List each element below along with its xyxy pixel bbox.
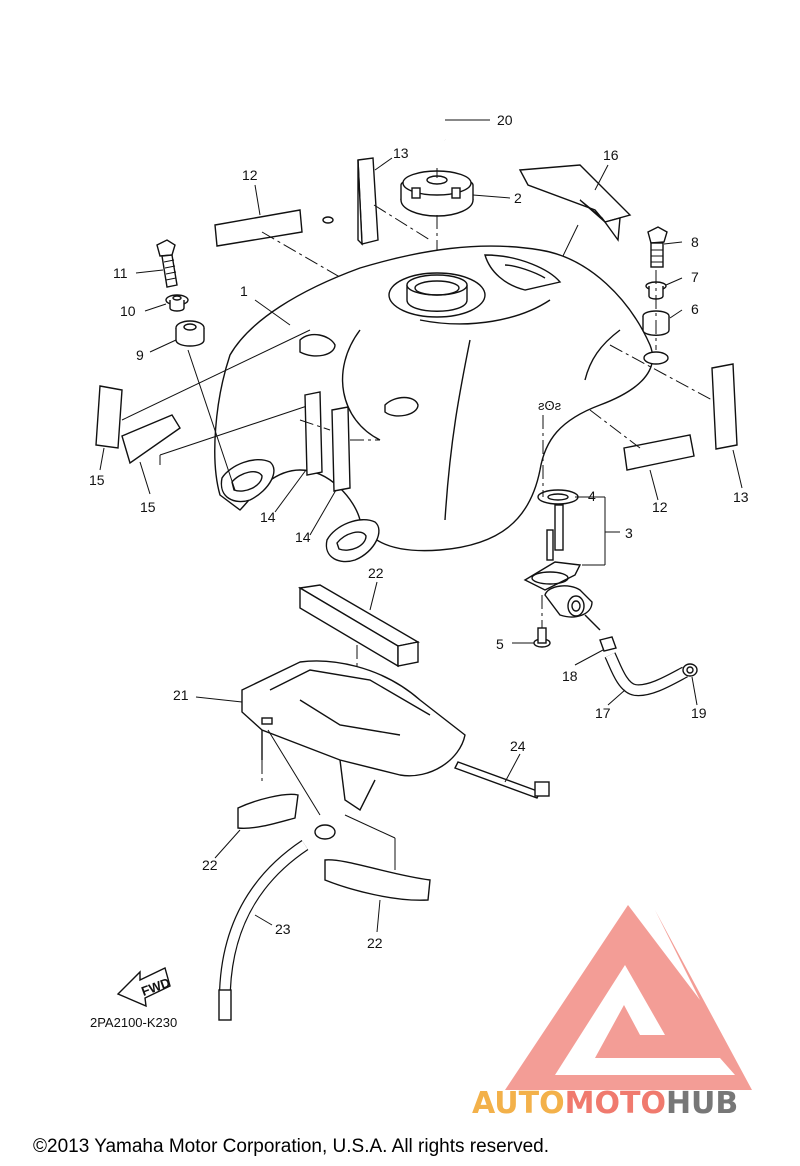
fuel-tank-part: ƨʘƨ (214, 245, 669, 563)
callout-6: 6 (691, 301, 699, 317)
callout-12-top: 12 (242, 167, 258, 183)
watermark-part2: MOTO (565, 1086, 666, 1121)
callout-15-right: 15 (140, 499, 156, 515)
drain-hose-part (218, 824, 336, 1021)
fuel-hose-part (604, 652, 688, 697)
bolt-part (156, 239, 178, 288)
damper-pad-part (95, 385, 181, 465)
callout-3: 3 (625, 525, 633, 541)
watermark-part1: AUTO (472, 1086, 565, 1121)
svg-text:ƨʘƨ: ƨʘƨ (538, 398, 562, 413)
damper-part (175, 320, 205, 347)
damper-pad-part (214, 209, 303, 247)
callout-13-right: 13 (733, 489, 749, 505)
callout-16: 16 (603, 147, 619, 163)
breather-hose-part (322, 99, 449, 224)
watermark-text: AUTOMOTOHUB (472, 1086, 738, 1121)
callout-11: 11 (113, 265, 128, 281)
callout-1: 1 (240, 283, 248, 299)
callout-labels: 20 13 16 12 2 8 11 7 1 10 6 9 15 4 13 15… (89, 112, 749, 951)
fuel-cap-part (400, 168, 474, 217)
protector-plate-part (518, 164, 632, 242)
hose-clip-part (599, 636, 617, 652)
callout-2: 2 (514, 190, 522, 206)
screw-part (533, 627, 551, 648)
callout-20: 20 (497, 112, 513, 128)
callout-9: 9 (136, 347, 144, 363)
damper-pad-part (623, 363, 738, 471)
hose-clip-part (682, 663, 698, 677)
callout-15-left: 15 (89, 472, 105, 488)
callout-24: 24 (510, 738, 526, 754)
damper-pad-part (304, 391, 351, 492)
callout-22-left: 22 (202, 857, 218, 873)
band-part (454, 761, 550, 799)
fuel-cock-part (523, 489, 601, 631)
collar-part (165, 294, 189, 312)
diagram-part-code: 2PA2100-K230 (90, 1015, 177, 1030)
callout-7: 7 (691, 269, 699, 285)
callout-22-top: 22 (368, 565, 384, 581)
copyright-text: ©2013 Yamaha Motor Corporation, U.S.A. A… (33, 1136, 549, 1157)
callout-21: 21 (173, 687, 189, 703)
forward-arrow-icon: FWD (116, 967, 172, 1008)
callout-13-top: 13 (393, 145, 409, 161)
collar-part (645, 281, 667, 300)
callout-23: 23 (275, 921, 291, 937)
callout-18: 18 (562, 668, 578, 684)
callout-10: 10 (120, 303, 136, 319)
callout-19: 19 (691, 705, 707, 721)
callout-4: 4 (588, 488, 596, 504)
damper-pad-part (237, 793, 431, 901)
damper-pad-part (357, 157, 379, 246)
callout-12-right: 12 (652, 499, 668, 515)
callout-14-left: 14 (260, 509, 276, 525)
callout-22-bottom: 22 (367, 935, 383, 951)
watermark-part3: HUB (666, 1086, 738, 1121)
callout-14-right: 14 (295, 529, 311, 545)
bolt-part (647, 226, 668, 268)
tank-bracket-part (241, 660, 466, 812)
watermark-logo-icon (505, 905, 752, 1090)
callout-17: 17 (595, 705, 611, 721)
damper-pad-part (297, 584, 420, 668)
callout-8: 8 (691, 234, 699, 250)
callout-5: 5 (496, 636, 504, 652)
